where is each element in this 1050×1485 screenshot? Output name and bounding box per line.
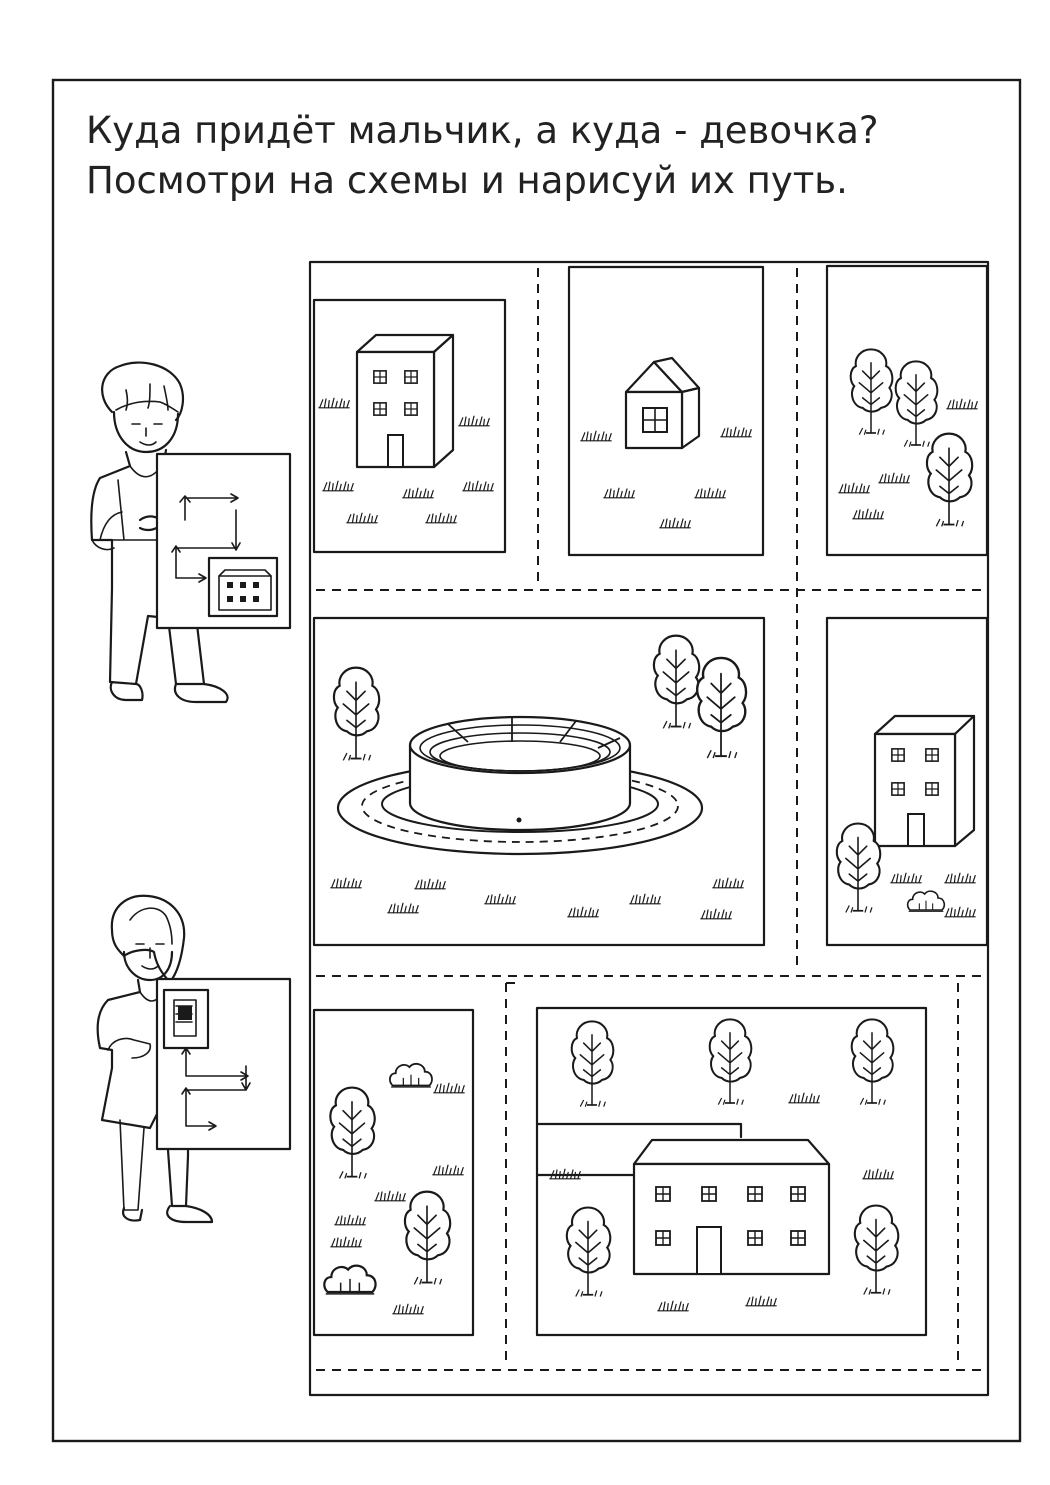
grass-icon (946, 398, 978, 410)
stadium-icon (336, 715, 704, 856)
tree-icon (403, 1190, 452, 1286)
grass-icon (330, 1236, 362, 1248)
grass-icon (414, 878, 446, 890)
grass-icon (878, 472, 910, 484)
grass-icon (567, 906, 599, 918)
tree-icon (849, 348, 894, 436)
grass-icon (720, 426, 752, 438)
block-tall-house (312, 298, 507, 554)
tree-icon (850, 1018, 895, 1106)
grass-icon (694, 487, 726, 499)
grass-icon (862, 1168, 894, 1180)
tree-icon (565, 1206, 612, 1298)
tree-icon (695, 656, 748, 760)
grass-icon (387, 902, 419, 914)
grass-icon (425, 512, 457, 524)
grass-icon (402, 487, 434, 499)
tree-icon (652, 634, 701, 730)
tall-house-icon (355, 333, 455, 469)
grass-icon (334, 1214, 366, 1226)
tree-icon (835, 822, 882, 914)
tall-house-icon (173, 999, 197, 1037)
block-stadium (312, 616, 766, 947)
small-house-icon (624, 356, 701, 450)
city-map (308, 260, 990, 1397)
grass-icon (700, 908, 732, 920)
grass-icon (890, 872, 922, 884)
tree-icon (925, 432, 974, 528)
grass-icon (346, 512, 378, 524)
school-building-icon (632, 1138, 831, 1276)
tree-icon (570, 1020, 615, 1108)
tree-icon (329, 1086, 376, 1180)
worksheet-border (51, 78, 1022, 1443)
block-school (535, 1006, 928, 1337)
grass-icon (330, 877, 362, 889)
grass-icon (657, 1300, 689, 1312)
grass-icon (838, 482, 870, 494)
block-small-house (567, 265, 765, 557)
grass-icon (788, 1092, 820, 1104)
grass-icon (659, 517, 691, 529)
grass-icon (374, 1190, 406, 1202)
grass-icon (458, 415, 490, 427)
tall-house-icon (873, 714, 976, 848)
bush-icon (323, 1264, 377, 1296)
grass-icon (392, 1303, 424, 1315)
bush-icon (906, 890, 946, 913)
grass-icon (712, 877, 744, 889)
grass-icon (580, 430, 612, 442)
grass-icon (318, 397, 350, 409)
school-building-icon (218, 575, 272, 611)
road-center-lines (316, 268, 982, 1371)
grass-icon (944, 906, 976, 918)
block-park (312, 1008, 475, 1337)
grass-icon (944, 872, 976, 884)
grass-icon (462, 480, 494, 492)
grass-icon (433, 1082, 465, 1094)
tree-icon (853, 1204, 900, 1296)
task-title: Куда придёт мальчик, а куда - девочка? (86, 109, 879, 152)
girl-route-scheme (155, 977, 292, 1151)
block-apartment (825, 616, 989, 947)
task-subtitle: Посмотри на схемы и нарисуй их путь. (86, 159, 848, 202)
tree-icon (332, 666, 381, 762)
grass-icon (852, 508, 884, 520)
boy-route-scheme (155, 452, 292, 630)
grass-icon (322, 480, 354, 492)
tree-icon (708, 1018, 753, 1106)
bush-icon (388, 1062, 433, 1089)
grass-icon (484, 893, 516, 905)
grass-icon (603, 487, 635, 499)
grass-icon (745, 1295, 777, 1307)
grass-icon (629, 893, 661, 905)
grass-icon (432, 1164, 464, 1176)
tree-icon (894, 360, 939, 448)
block-forest (825, 264, 989, 557)
